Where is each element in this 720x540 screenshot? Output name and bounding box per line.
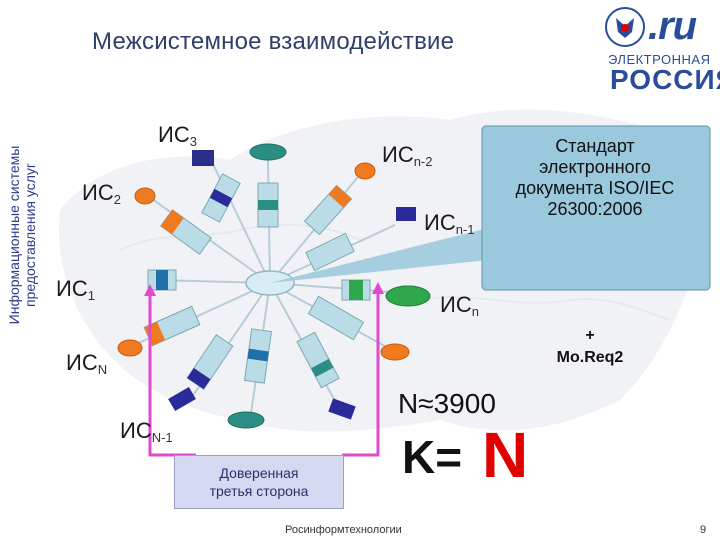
logo-line1: ЭЛЕКТРОННАЯ: [608, 52, 711, 67]
connector-isn1: [269, 224, 396, 284]
double-headed-eagle-emblem-icon: [605, 7, 645, 47]
connector-isN1: [186, 282, 271, 401]
trusted-line-1: Доверенная: [219, 465, 299, 481]
node-ellipse-is3b: [249, 143, 287, 161]
plus-sign: +: [585, 327, 595, 344]
node-ellipse-isN: [117, 339, 143, 357]
callout-box: [481, 125, 711, 291]
k-n-red: N: [482, 419, 529, 491]
callout-line: 26300:2006: [547, 199, 643, 219]
callout-line: документа ISO/IEC: [515, 178, 675, 198]
label-is2: ИС2: [82, 180, 121, 207]
label-isN: ИСN: [66, 350, 108, 377]
n-estimate: N≈3900: [398, 388, 496, 419]
node-ellipse-isn: [385, 285, 431, 307]
callout-pointer: [270, 228, 488, 283]
label-is1: ИС1: [56, 276, 95, 303]
trusted-third-party-box: Доверенная третья сторона: [174, 455, 344, 509]
node-box-isN1: [168, 386, 196, 412]
callout-standard-text: Стандарт электронного документа ISO/IEC …: [486, 136, 704, 220]
logo-ru-text: .ru: [648, 4, 697, 48]
node-box-is3: [192, 150, 214, 166]
vertical-label: Информационные системы предоставления ус…: [6, 145, 38, 325]
node-ellipse-bottom: [227, 411, 265, 429]
connector-isn2: [269, 171, 363, 284]
node-ellipse-is2: [134, 187, 156, 205]
plus-moreq2: + Mo.Req2: [520, 325, 660, 369]
label-isn-1: ИСn-1: [424, 210, 475, 237]
node-box-bottom-right: [328, 398, 356, 420]
connector-is3: [201, 161, 271, 284]
trusted-line-2: третья сторона: [209, 483, 309, 499]
connector-is2: [147, 195, 271, 284]
page-number: 9: [700, 524, 707, 536]
connector-bottom-right: [269, 282, 341, 411]
connector-bottom: [243, 282, 273, 421]
node-ellipse-right-lower: [380, 343, 410, 361]
callout-line: электронного: [539, 157, 651, 177]
moreq2-label: Mo.Req2: [556, 349, 624, 366]
connector-right-lower: [269, 282, 393, 351]
label-isN-1: ИСN-1: [120, 418, 173, 445]
label-isn-2: ИСn-2: [382, 142, 433, 169]
callout-line: Стандарт: [555, 136, 635, 156]
connector-is3b: [257, 159, 279, 284]
logo-line2: РОССИЯ: [610, 64, 720, 95]
node-ellipse-isn2: [354, 162, 376, 180]
k-equals: K=: [402, 431, 463, 483]
slide-title: Межсистемное взаимодействие: [92, 28, 455, 55]
footer-org: Росинформтехнологии: [285, 524, 402, 536]
node-box-isn1: [396, 207, 416, 221]
label-is3: ИС3: [158, 122, 197, 149]
label-isn: ИСn: [440, 292, 479, 319]
